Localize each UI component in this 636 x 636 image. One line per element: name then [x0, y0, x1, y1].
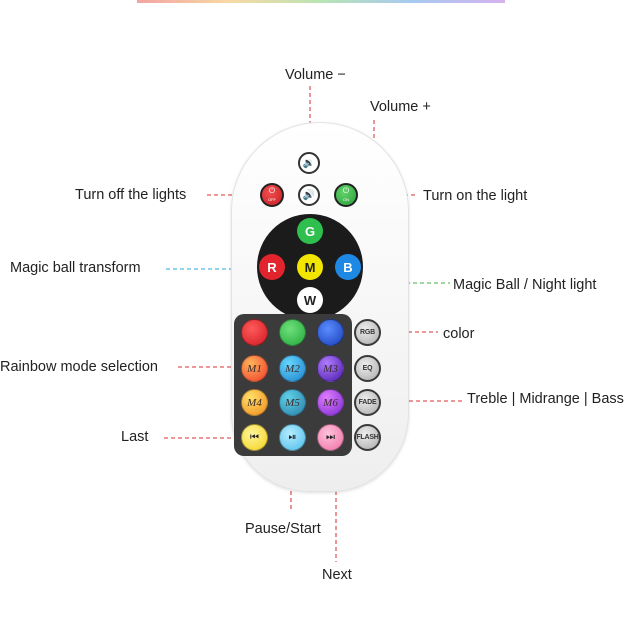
fade-button[interactable]: FADE: [354, 389, 381, 416]
color-red-button[interactable]: [241, 319, 268, 346]
play-pause-icon: ⏯: [288, 432, 297, 443]
power-off-button[interactable]: ⏻OFF: [260, 183, 284, 207]
label-treble: Treble | Midrange | Bass: [467, 391, 624, 407]
label-turn-on: Turn on the light: [423, 188, 528, 204]
power-off-icon: ⏻OFF: [268, 185, 276, 202]
top-gradient-bar: [137, 0, 505, 3]
label-turn-off: Turn off the lights: [75, 187, 187, 203]
white-ball-button[interactable]: W: [297, 287, 323, 313]
volume-up-button[interactable]: 🔊: [298, 184, 320, 206]
label-last: Last: [121, 429, 149, 445]
mode-m5-button[interactable]: M5: [279, 389, 306, 416]
mode-m4-button[interactable]: M4: [241, 389, 268, 416]
volume-down-button[interactable]: 🔉: [298, 152, 320, 174]
color-green-button[interactable]: [279, 319, 306, 346]
blue-ball-button[interactable]: B: [335, 254, 361, 280]
label-volume-up: Volume +: [370, 99, 431, 115]
power-on-text: ON: [342, 196, 349, 202]
play-pause-button[interactable]: ⏯: [279, 424, 306, 451]
eq-button[interactable]: EQ: [354, 355, 381, 382]
flash-button[interactable]: FLASH: [354, 424, 381, 451]
label-rainbow: Rainbow mode selection: [0, 359, 158, 375]
label-magic-ball: Magic Ball / Night light: [453, 277, 597, 293]
label-next: Next: [322, 567, 352, 583]
green-ball-button[interactable]: G: [297, 218, 323, 244]
magic-ball-button[interactable]: M: [297, 254, 323, 280]
label-color: color: [443, 326, 475, 342]
mode-m1-button[interactable]: M1: [241, 355, 268, 382]
label-volume-down: Volume −: [285, 67, 346, 83]
red-ball-button[interactable]: R: [259, 254, 285, 280]
speaker-down-icon: 🔉: [302, 157, 316, 169]
next-icon: ⏭: [326, 432, 335, 443]
mode-m6-button[interactable]: M6: [317, 389, 344, 416]
label-pause-start: Pause/Start: [245, 521, 321, 537]
previous-icon: ⏮: [250, 432, 259, 443]
speaker-up-icon: 🔊: [302, 189, 316, 201]
rgb-button[interactable]: RGB: [354, 319, 381, 346]
power-on-icon: ⏻ON: [342, 185, 350, 202]
previous-button[interactable]: ⏮: [241, 424, 268, 451]
next-button[interactable]: ⏭: [317, 424, 344, 451]
label-magic-transform: Magic ball transform: [10, 260, 141, 276]
mode-m3-button[interactable]: M3: [317, 355, 344, 382]
mode-m2-button[interactable]: M2: [279, 355, 306, 382]
power-off-text: OFF: [268, 196, 276, 202]
power-on-button[interactable]: ⏻ON: [334, 183, 358, 207]
color-blue-button[interactable]: [317, 319, 344, 346]
